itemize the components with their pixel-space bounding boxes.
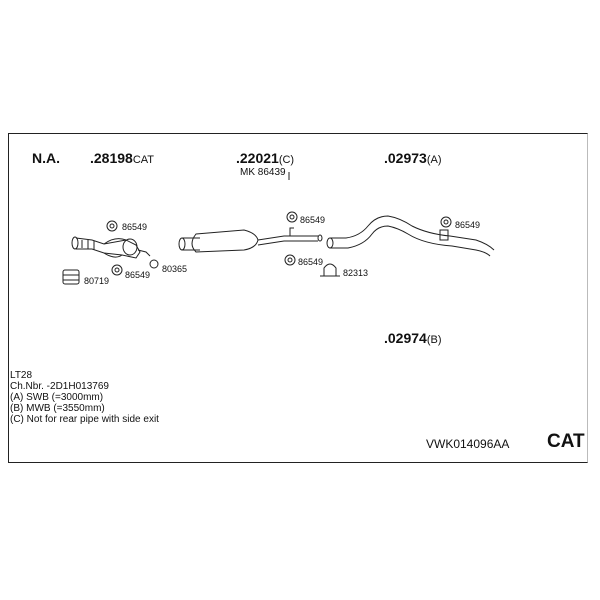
catalytic-converter-assembly <box>71 236 151 259</box>
note-line: Ch.Nbr. -2D1H013769 <box>10 381 109 392</box>
flange-icon <box>71 236 79 250</box>
diagram-frame <box>8 133 588 463</box>
kit-code: VWK014096AA <box>426 437 510 451</box>
part-02974-label: .02974(B) <box>384 330 442 346</box>
part-02973-label: .02973(A) <box>384 150 442 166</box>
part-28198-label: .28198CAT <box>90 150 155 166</box>
ref-80365: 80365 <box>162 264 188 274</box>
ref-86549-a: 86549 <box>122 222 148 232</box>
ref-86549-d: 86549 <box>298 257 324 267</box>
part-22021-label: .22021(C) <box>236 150 295 166</box>
note-line: (A) SWB (=3000mm) <box>10 392 104 403</box>
part-22021-sub-label: MK 86439 <box>240 167 286 178</box>
ref-82313: 82313 <box>343 268 369 278</box>
clamp-icon-80719 <box>62 269 80 285</box>
cat-badge: CAT <box>547 431 585 452</box>
gasket-icon-a <box>106 220 118 232</box>
ref-86549-c: 86549 <box>300 215 326 225</box>
na-label: N.A. <box>32 150 60 166</box>
clamp-icon-82313 <box>320 263 340 277</box>
ref-86549-e: 86549 <box>455 220 481 230</box>
gasket-icon-e <box>440 216 452 228</box>
middle-silencer <box>178 227 323 253</box>
ring-icon <box>149 259 159 269</box>
bracket-icon <box>439 229 449 241</box>
note-line: (C) Not for rear pipe with side exit <box>10 414 159 425</box>
notes-block: LT28 Ch.Nbr. -2D1H013769 (A) SWB (=3000m… <box>10 370 159 425</box>
gasket-icon-d <box>284 254 296 266</box>
note-line: LT28 <box>10 370 33 381</box>
ref-86549-b: 86549 <box>125 270 151 280</box>
ref-80719: 80719 <box>84 276 110 286</box>
gasket-icon-b <box>111 264 123 276</box>
note-line: (B) MWB (=3550mm) <box>10 403 105 414</box>
gasket-icon-c <box>286 211 298 223</box>
rear-pipe <box>326 215 495 257</box>
